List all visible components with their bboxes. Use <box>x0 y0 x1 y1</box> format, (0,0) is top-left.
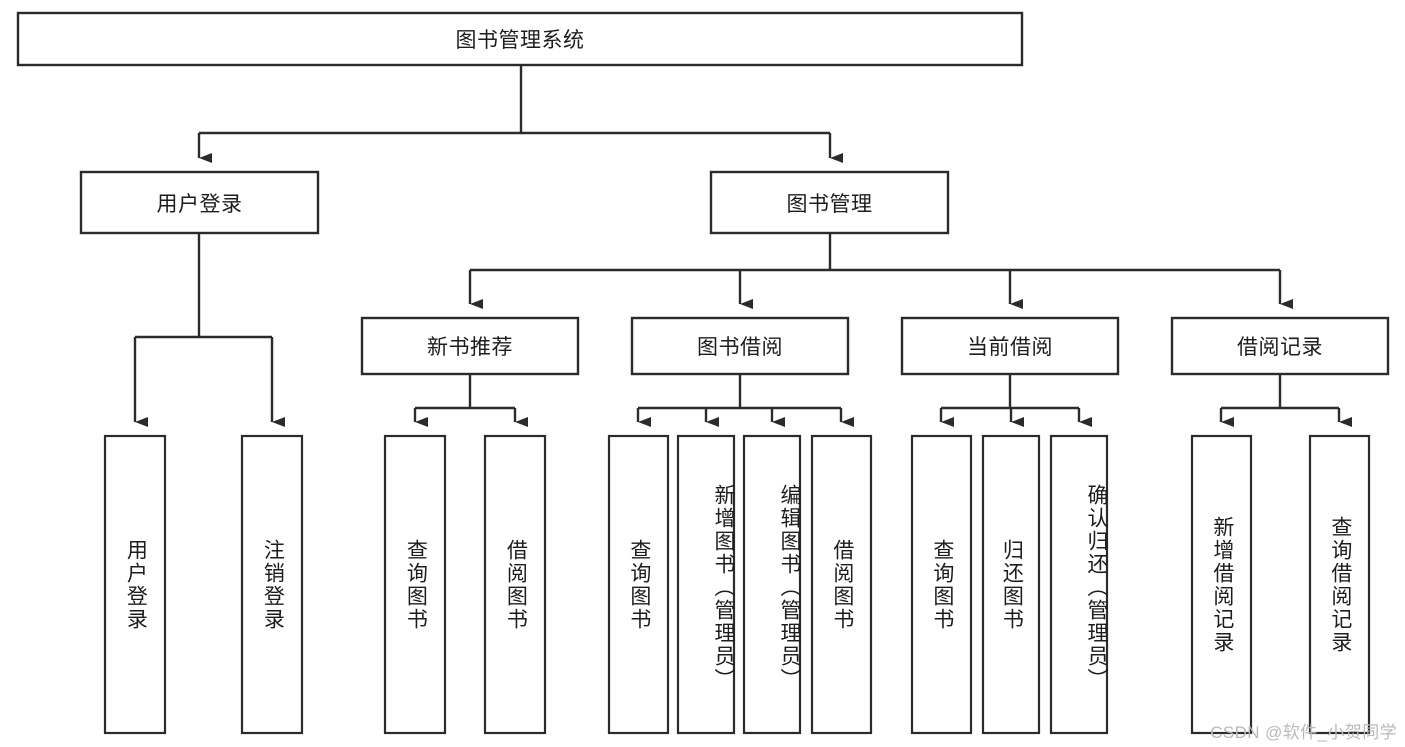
node-box-borrow-record[interactable] <box>1170 316 1390 376</box>
watermark-text: CSDN @软件_小贺同学 <box>1210 723 1397 742</box>
leaf-box-book-borrow-0[interactable] <box>607 434 670 735</box>
leaf-box-new-book-1[interactable] <box>483 434 547 735</box>
node-box-user-login[interactable] <box>79 170 320 235</box>
node-box-book-manage[interactable] <box>709 170 950 235</box>
leaf-box-current-borrow-0[interactable] <box>910 434 973 735</box>
leaf-box-book-borrow-2[interactable] <box>742 434 802 735</box>
leaf-box-book-borrow-3[interactable] <box>810 434 873 735</box>
leaf-box-current-borrow-2[interactable] <box>1049 434 1109 735</box>
leaf-box-current-borrow-1[interactable] <box>981 434 1041 735</box>
node-box-new-book-recommend[interactable] <box>360 316 580 376</box>
node-box-book-borrow[interactable] <box>630 316 850 376</box>
leaf-box-borrow-record-0[interactable] <box>1190 434 1253 735</box>
leaf-box-borrow-record-1[interactable] <box>1308 434 1371 735</box>
node-box-current-borrow[interactable] <box>900 316 1120 376</box>
node-box-root[interactable] <box>16 11 1024 67</box>
leaf-box-book-borrow-1[interactable] <box>676 434 736 735</box>
leaf-box-user-login-0[interactable] <box>103 434 167 735</box>
leaf-box-new-book-0[interactable] <box>383 434 447 735</box>
leaf-box-user-login-1[interactable] <box>240 434 304 735</box>
